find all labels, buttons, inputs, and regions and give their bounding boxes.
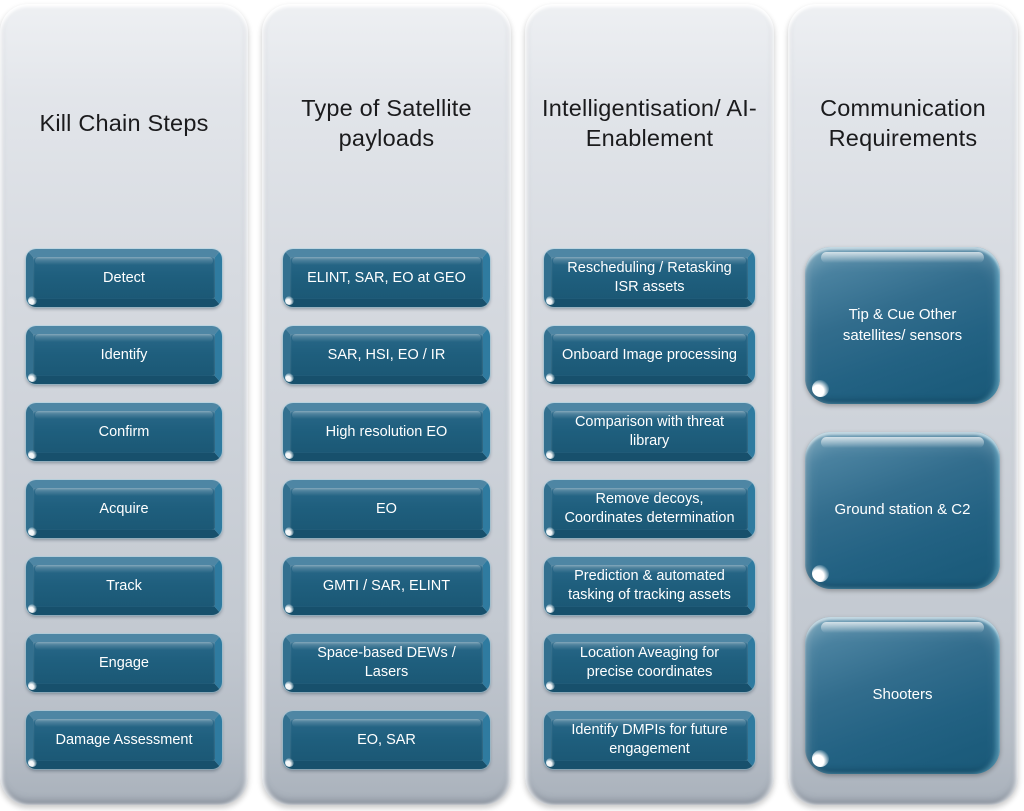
diagram-node-label: SAR, HSI, EO / IR	[327, 346, 446, 363]
diagram-node: Engage	[26, 634, 222, 692]
column-satellite-payloads: Type of Satellite payloads ELINT, SAR, E…	[262, 4, 511, 805]
column-communication-requirements: Communication Requirements Tip & Cue Oth…	[788, 4, 1018, 805]
diagram-node: Tip & Cue Other satellites/ sensors	[805, 247, 1000, 404]
diagram-node: Identify	[26, 326, 222, 384]
diagram-node: Confirm	[26, 403, 222, 461]
diagram-node-label: EO	[376, 500, 397, 517]
diagram-node: Detect	[26, 249, 222, 307]
diagram-node-label: Prediction & automated tasking of tracki…	[568, 568, 731, 603]
diagram-node: Prediction & automated tasking of tracki…	[544, 557, 755, 615]
diagram-node-label: Damage Assessment	[55, 731, 193, 748]
diagram-node-label: Tip & Cue Other satellites/ sensors	[842, 306, 963, 344]
diagram-node-label: Remove decoys, Coordinates determination	[564, 491, 735, 526]
diagram-node: SAR, HSI, EO / IR	[283, 326, 490, 384]
diagram-node: Comparison with threat library	[544, 403, 755, 461]
column-ai-enablement: Intelligentisation/ AI-Enablement Resche…	[525, 4, 774, 805]
diagram-node: EO, SAR	[283, 711, 490, 769]
diagram-node-label: Comparison with threat library	[574, 414, 725, 449]
diagram-node: Ground station & C2	[805, 432, 1000, 589]
diagram-node-label: EO, SAR	[357, 731, 416, 748]
diagram-node: Space-based DEWs / Lasers	[283, 634, 490, 692]
diagram-node-label: Onboard Image processing	[562, 346, 737, 363]
diagram-node-label: Ground station & C2	[834, 501, 971, 519]
diagram-node-label: GMTI / SAR, ELINT	[322, 577, 451, 594]
diagram-node: Onboard Image processing	[544, 326, 755, 384]
diagram-node-label: ELINT, SAR, EO at GEO	[307, 269, 466, 286]
diagram-node-label: Engage	[99, 654, 149, 671]
diagram-node-label: Acquire	[99, 500, 149, 517]
diagram-node-label: Identify DMPIs for future engagement	[571, 722, 728, 757]
diagram-node: Acquire	[26, 480, 222, 538]
diagram-node: Track	[26, 557, 222, 615]
diagram-node-label: Track	[106, 577, 142, 594]
diagram-node: EO	[283, 480, 490, 538]
diagram-node-label: High resolution EO	[325, 423, 448, 440]
diagram-node: Damage Assessment	[26, 711, 222, 769]
column-title: Kill Chain Steps	[39, 109, 209, 136]
diagram-node: GMTI / SAR, ELINT	[283, 557, 490, 615]
diagram-node-label: Space-based DEWs / Lasers	[317, 645, 456, 680]
diagram-node: ELINT, SAR, EO at GEO	[283, 249, 490, 307]
diagram-node: Identify DMPIs for future engagement	[544, 711, 755, 769]
diagram-node-label: Rescheduling / Retasking ISR assets	[567, 260, 732, 295]
diagram-node-label: Detect	[103, 269, 145, 286]
column-title: Type of Satellite payloads	[301, 94, 472, 151]
diagram-node-label: Confirm	[98, 423, 150, 440]
column-title: Communication Requirements	[820, 94, 986, 151]
diagram-node-label: Identify	[100, 346, 148, 363]
diagram-node: High resolution EO	[283, 403, 490, 461]
diagram-node: Shooters	[805, 617, 1000, 774]
diagram-node: Rescheduling / Retasking ISR assets	[544, 249, 755, 307]
diagram-node-label: Location Aveaging for precise coordinate…	[579, 645, 720, 680]
diagram-node-label: Shooters	[872, 686, 933, 704]
column-title: Intelligentisation/ AI-Enablement	[542, 94, 757, 151]
button-list: ELINT, SAR, EO at GEO SAR, HSI, EO / IR Hi…	[283, 249, 490, 769]
diagram-node: Remove decoys, Coordinates determination	[544, 480, 755, 538]
diagram-node: Location Aveaging for precise coordinate…	[544, 634, 755, 692]
